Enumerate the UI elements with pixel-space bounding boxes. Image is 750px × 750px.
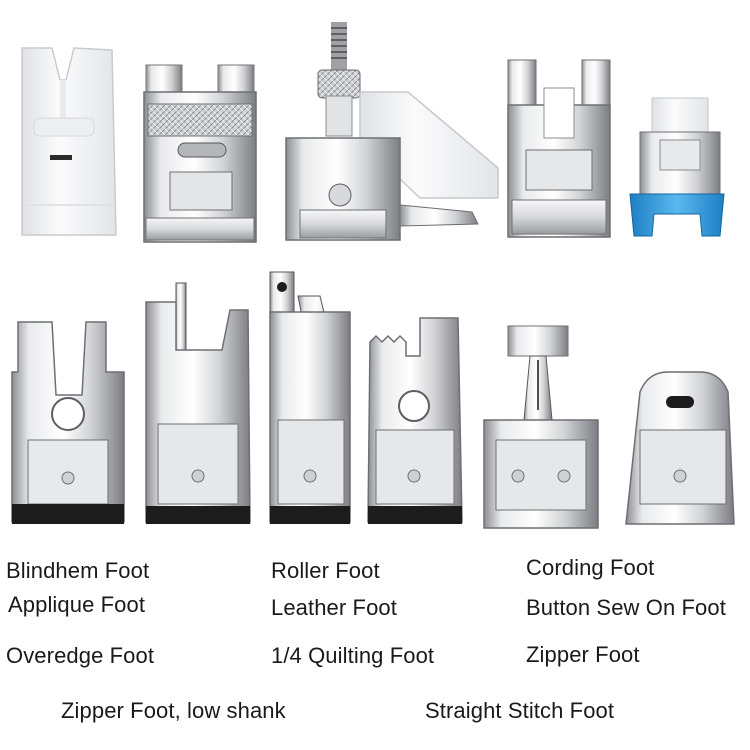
overedge-foot-image <box>269 271 351 524</box>
label-blindhem-foot: Blindhem Foot <box>6 558 150 583</box>
label-overedge-foot: Overedge Foot <box>6 643 155 668</box>
straight-stitch-foot-image <box>625 371 735 525</box>
roller-foot-image <box>143 64 257 243</box>
label-leather-foot: Leather Foot <box>271 595 397 620</box>
label-zipper-foot: Zipper Foot <box>526 642 640 667</box>
label-button-sew-on-foot: Button Sew On Foot <box>526 595 726 620</box>
leather-foot-image <box>367 317 463 524</box>
label-cording-foot: Cording Foot <box>526 555 655 580</box>
presser-feet-image <box>11 22 735 529</box>
teflon-foot-image <box>21 47 117 236</box>
applique-foot-image <box>145 282 251 524</box>
label-zipper-foot-low-shank: Zipper Foot, low shank <box>61 698 286 723</box>
blue-snap-foot-image <box>629 97 725 237</box>
blindhem-foot-image <box>11 321 125 524</box>
label-straight-stitch-foot: Straight Stitch Foot <box>425 698 615 723</box>
label-applique-foot: Applique Foot <box>8 592 146 617</box>
label-roller-foot: Roller Foot <box>271 558 380 583</box>
cording-foot-image <box>483 325 599 529</box>
open-toe-foot-image <box>507 59 611 238</box>
label-quilting-foot: 1/4 Quilting Foot <box>271 643 435 668</box>
screw-guide-foot-image <box>285 22 499 241</box>
